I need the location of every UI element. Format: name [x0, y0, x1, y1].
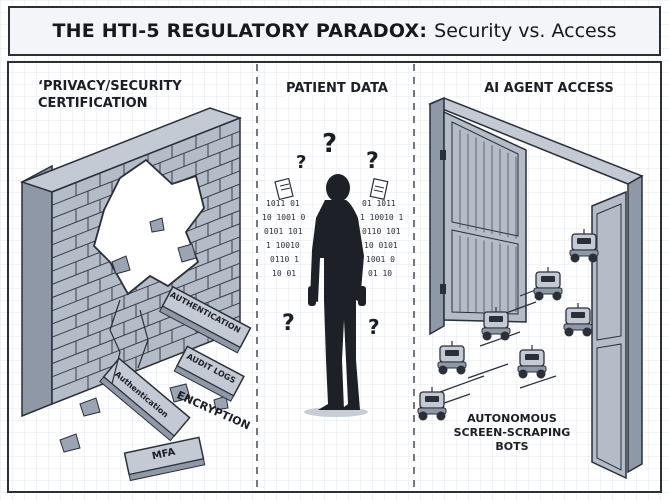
slab-authentication: [158, 285, 252, 354]
slab-audit-logs: [173, 345, 245, 402]
question-mark-icon: ?: [368, 315, 380, 339]
question-mark-icon: ?: [296, 152, 306, 173]
robot-icon: [517, 345, 547, 379]
title-bar: THE HTI-5 REGULATORY PARADOX: Security v…: [8, 6, 661, 56]
robot-icon: [533, 267, 563, 301]
robot-icon: [563, 303, 593, 337]
left-panel-label: ‘PRIVACY/SECURITY CERTIFICATION: [38, 79, 182, 111]
svg-text:0110 101: 0110 101: [362, 227, 401, 236]
binary-data-icon: 1011 01 10 1001 0 0101 101 1 10010 0110 …: [262, 199, 404, 278]
person-silhouette-icon: [304, 174, 368, 417]
svg-text:1 10010: 1 10010: [266, 241, 300, 250]
svg-text:10 01: 10 01: [272, 269, 296, 278]
fallen-slabs: [99, 285, 252, 482]
page-subtitle: Security vs. Access: [434, 20, 617, 42]
page-title: THE HTI-5 REGULATORY PARADOX:: [52, 20, 428, 42]
panel-frame: [7, 61, 662, 493]
question-mark-icon: ?: [322, 129, 337, 159]
svg-text:1 10010 1: 1 10010 1: [360, 213, 404, 222]
slab-mfa: [123, 436, 206, 482]
open-gate-icon: [428, 96, 644, 480]
svg-text:01 1011: 01 1011: [362, 199, 396, 208]
question-marks: ? ? ? ? ?: [282, 129, 380, 339]
middle-panel-label: PATIENT DATA: [283, 80, 391, 97]
question-mark-icon: ?: [282, 311, 295, 336]
svg-text:0110 1: 0110 1: [270, 255, 299, 264]
robot-icon: [481, 307, 511, 341]
robot-icon: [437, 341, 467, 375]
svg-text:10 1001 0: 10 1001 0: [262, 213, 306, 222]
svg-text:0101 101: 0101 101: [264, 227, 303, 236]
brick-wall-icon: [19, 107, 243, 453]
document-icon: [369, 178, 389, 200]
svg-text:01 10: 01 10: [368, 269, 392, 278]
robot-icon: [569, 229, 599, 263]
question-mark-icon: ?: [366, 149, 379, 174]
slab-authentication-2: [99, 357, 191, 442]
robot-icon: [417, 387, 447, 421]
svg-text:1001 0: 1001 0: [366, 255, 395, 264]
bots-caption: AUTONOMOUS SCREEN-SCRAPING BOTS: [453, 412, 571, 453]
document-icon: [274, 177, 294, 201]
svg-text:1011 01: 1011 01: [266, 199, 300, 208]
svg-text:10 0101: 10 0101: [364, 241, 398, 250]
right-panel-label: AI AGENT ACCESS: [481, 80, 617, 97]
